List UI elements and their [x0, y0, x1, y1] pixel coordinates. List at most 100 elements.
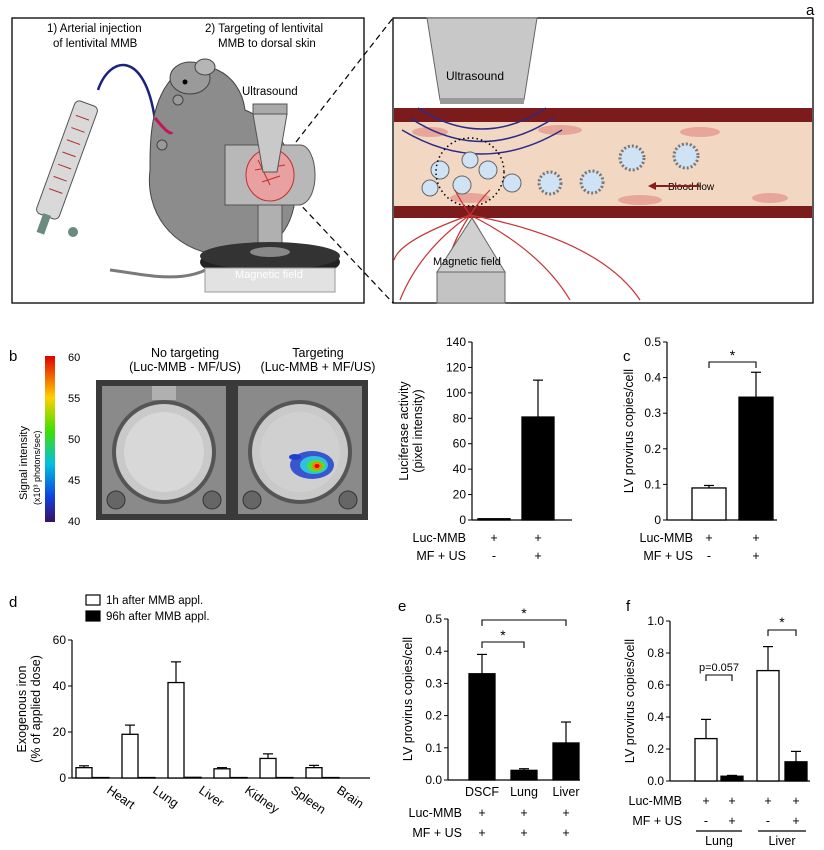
colorbar-tick-2: 50	[68, 434, 80, 446]
step2-text-l1: 2) Targeting of lentivital	[205, 23, 323, 35]
panel-letter-d: d	[9, 594, 18, 611]
d-xtick-label-3: Kidney	[242, 783, 282, 817]
f-ylabel-0: LV provirus copies/cell	[623, 639, 637, 763]
ultrasound-probe-right	[401, 17, 563, 155]
e-row-1-mark-1: +	[520, 826, 527, 840]
d-ytick-label-0: 0	[59, 771, 66, 785]
d-xtick-label-5: Brain	[334, 783, 366, 811]
b-ytick-label-3: 60	[453, 437, 467, 451]
d-bar-kidney-0	[213, 768, 231, 779]
d-xtick-label-1: Lung	[150, 783, 181, 810]
step1-text-l1: 1) Arterial injection	[47, 23, 142, 35]
colorbar-tick-4: 40	[68, 516, 80, 528]
f-sig-bracket-0	[705, 674, 733, 681]
image2-title-l1: Targeting	[292, 346, 344, 360]
b-row-0-mark-1: +	[534, 531, 541, 545]
d-ytick-label-2: 40	[53, 679, 67, 693]
f-bar-2	[756, 669, 780, 782]
d-ylabel-0: Exogenous iron	[15, 666, 29, 753]
f-ytick-label-1: 0.2	[647, 742, 664, 756]
d-legend-swatch-1	[85, 610, 101, 622]
e-row-label-0: Luc-MMB	[409, 806, 462, 820]
e-xtick-label-0: DSCF	[465, 785, 499, 799]
b-bar-0	[477, 518, 511, 521]
e-row-1-mark-2: +	[562, 826, 569, 840]
b-row-1-mark-1: +	[534, 549, 541, 563]
e-row-label-1: MF + US	[412, 826, 462, 840]
b-ytick-label-0: 0	[459, 513, 466, 527]
zoom-connector-bottom	[295, 199, 394, 304]
chart-f: 0.00.20.40.60.81.0LV provirus copies/cel…	[623, 614, 810, 847]
f-ytick-label-3: 0.6	[647, 678, 664, 692]
e-bar-2	[552, 742, 580, 781]
microbubbles	[421, 137, 700, 207]
panel-letter-b: b	[9, 348, 18, 365]
f-sig-bracket-1	[767, 629, 797, 636]
magnetic-label-left: Magnetic field	[235, 269, 303, 281]
chart-e: 0.00.10.20.30.40.5LV provirus copies/cel…	[401, 605, 580, 840]
d-xtick-label-4: Spleen	[288, 783, 328, 817]
vessel-zoom	[394, 108, 812, 218]
b-ylabel-1: (pixel intensity)	[411, 389, 425, 472]
image-targeting	[232, 380, 368, 520]
b-ylabel-0: Luciferase activity	[397, 381, 411, 481]
e-sig-bracket-1	[481, 619, 567, 626]
d-xtick-label-2: Liver	[196, 783, 226, 810]
magnetic-label-right: Magnetic field	[433, 256, 501, 268]
panel-letter-c: c	[623, 348, 631, 365]
step1-text-l2: of lentivital MMB	[53, 38, 138, 50]
c-ytick-label-3: 0.3	[644, 406, 661, 420]
f-ytick-label-4: 0.8	[647, 646, 664, 660]
e-bar-1	[510, 769, 538, 781]
c-ylabel-0: LV provirus copies/cell	[622, 369, 636, 493]
e-ytick-label-1: 0.1	[425, 741, 442, 755]
c-ytick-label-0: 0	[654, 513, 661, 527]
f-row-1-mark-2: -	[766, 814, 770, 828]
c-ytick-label-1: 0.1	[644, 477, 661, 491]
colorbar-label-l2: (x10³ photons/sec)	[32, 430, 42, 505]
d-legend-label-0: 1h after MMB appl.	[106, 595, 203, 607]
c-sig-bracket	[708, 361, 757, 368]
image-no-targeting	[96, 380, 232, 520]
colorbar-tick-1: 55	[68, 393, 80, 405]
f-group-label-0: Lung	[705, 834, 733, 847]
e-ytick-label-3: 0.3	[425, 676, 442, 690]
e-row-1-mark-0: +	[478, 826, 485, 840]
f-row-0-mark-3: +	[792, 794, 799, 808]
d-bar-liver-0	[167, 681, 185, 779]
f-row-label-0: Luc-MMB	[629, 794, 682, 808]
f-ytick-label-0: 0.0	[647, 774, 664, 788]
magnet-probe-right	[436, 217, 506, 304]
b-row-0-mark-0: +	[490, 531, 497, 545]
panel-a-illustration: 1) Arterial injection of lentivital MMB …	[11, 17, 814, 304]
image2-title: Targeting (Luc-MMB + MF/US)	[238, 346, 398, 374]
step2-text-l2: MMB to dorsal skin	[218, 38, 316, 50]
image1-title-l1: No targeting	[150, 346, 220, 360]
f-row-label-1: MF + US	[632, 814, 682, 828]
e-ytick-label-2: 0.2	[425, 709, 442, 723]
c-sig-star: *	[730, 347, 736, 363]
f-row-0-mark-2: +	[764, 794, 771, 808]
f-bar-1	[720, 775, 744, 782]
c-row-0-mark-1: +	[752, 531, 759, 545]
blood-flow-label: Blood flow	[668, 182, 715, 193]
c-ytick-label-2: 0.2	[644, 442, 661, 456]
panel-letter-f: f	[626, 598, 631, 615]
f-annotation-0: p=0.057	[699, 662, 739, 674]
e-row-0-mark-0: +	[478, 806, 485, 820]
image2-title-l2: (Luc-MMB + MF/US)	[260, 360, 376, 374]
b-row-label-0: Luc-MMB	[413, 531, 466, 545]
colorbar: 60 55 50 45 40 Signal intensity (x10³ ph…	[18, 352, 80, 528]
b-ytick-label-1: 20	[453, 488, 467, 502]
e-ytick-label-5: 0.5	[425, 612, 442, 626]
f-row-0-mark-0: +	[702, 794, 709, 808]
image1-title: No targeting (Luc-MMB - MF/US)	[105, 346, 265, 374]
c-row-0-mark-0: +	[705, 531, 712, 545]
colorbar-tick-0: 60	[68, 352, 80, 364]
b-ytick-label-7: 140	[446, 335, 466, 349]
c-bar-0	[691, 487, 727, 521]
e-row-0-mark-2: +	[562, 806, 569, 820]
e-ylabel-0: LV provirus copies/cell	[401, 637, 415, 761]
